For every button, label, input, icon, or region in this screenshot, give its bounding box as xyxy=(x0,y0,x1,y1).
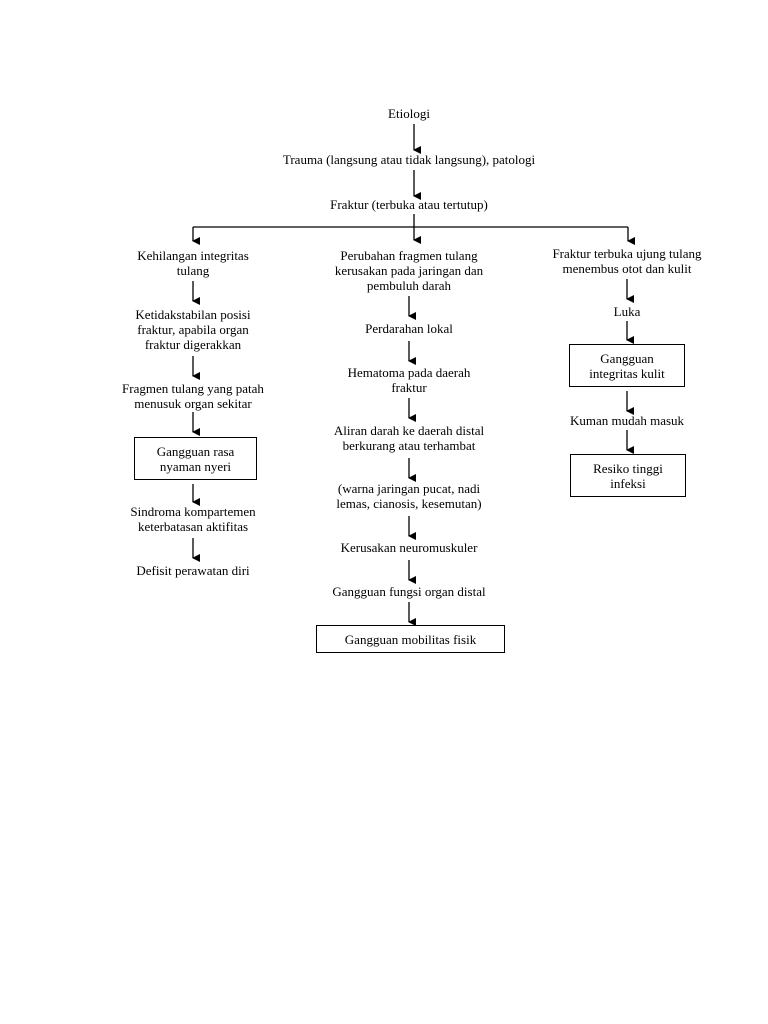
node-line: keterbatasan aktifitas xyxy=(137,519,249,534)
box-line: Gangguan xyxy=(600,350,654,366)
node-line: Aliran darah ke daerah distal xyxy=(333,423,485,438)
box-line: Gangguan mobilitas fisik xyxy=(344,631,477,647)
node-line: menembus otot dan kulit xyxy=(562,261,692,276)
box-line: Gangguan rasa xyxy=(156,443,235,459)
node-etiologi: Etiologi xyxy=(388,106,430,121)
node-line: Perubahan fragmen tulang xyxy=(340,248,478,263)
node-line: Kehilangan integritas xyxy=(137,248,249,263)
node-line: tulang xyxy=(176,263,210,278)
node-line: (warna jaringan pucat, nadi xyxy=(337,481,481,496)
node-perdarahan-lokal: Perdarahan lokal xyxy=(365,321,453,336)
box-resiko-tinggi-infeksi: Resiko tinggi infeksi xyxy=(570,454,686,497)
node-aliran-darah: Aliran darah ke daerah distal berkurang … xyxy=(334,423,484,453)
node-line: fraktur xyxy=(391,380,427,395)
node-line: Sindroma kompartemen xyxy=(130,504,256,519)
node-gangguan-fungsi-organ: Gangguan fungsi organ distal xyxy=(332,584,486,599)
box-line: nyaman nyeri xyxy=(159,458,232,474)
node-trauma: Trauma (langsung atau tidak langsung), p… xyxy=(282,152,536,167)
node-ketidakstabilan: Ketidakstabilan posisi fraktur, apabila … xyxy=(135,307,250,352)
node-kuman-mudah-masuk: Kuman mudah masuk xyxy=(569,413,685,428)
node-line: Fragmen tulang yang patah xyxy=(122,381,264,396)
node-line: Ketidakstabilan posisi xyxy=(135,307,251,322)
node-line: Hematoma pada daerah xyxy=(347,365,471,380)
node-line: berkurang atau terhambat xyxy=(342,438,476,453)
node-fraktur: Fraktur (terbuka atau tertutup) xyxy=(330,197,488,212)
box-line: infeksi xyxy=(610,475,646,491)
node-warna-jaringan: (warna jaringan pucat, nadi lemas, ciano… xyxy=(336,481,481,511)
box-line: Resiko tinggi xyxy=(593,460,663,476)
node-kerusakan-neuromuskuler: Kerusakan neuromuskuler xyxy=(340,540,478,555)
box-gangguan-integritas-kulit: Gangguan integritas kulit xyxy=(569,344,685,387)
node-line: menusuk organ sekitar xyxy=(134,396,252,411)
box-line: integritas kulit xyxy=(589,365,665,381)
node-line: lemas, cianosis, kesemutan) xyxy=(336,496,482,511)
box-gangguan-rasa-nyaman: Gangguan rasa nyaman nyeri xyxy=(134,437,257,480)
box-gangguan-mobilitas: Gangguan mobilitas fisik xyxy=(316,625,505,653)
node-luka: Luka xyxy=(613,304,641,319)
node-line: kerusakan pada jaringan dan xyxy=(334,263,484,278)
node-line: fraktur, apabila organ xyxy=(137,322,249,337)
node-sindroma-kompartemen: Sindroma kompartemen keterbatasan aktifi… xyxy=(130,504,255,534)
node-fraktur-terbuka: Fraktur terbuka ujung tulang menembus ot… xyxy=(552,246,701,276)
node-hematoma: Hematoma pada daerah fraktur xyxy=(348,365,471,395)
node-line: fraktur digerakkan xyxy=(144,337,242,352)
node-kehilangan-integritas: Kehilangan integritas tulang xyxy=(137,248,249,278)
node-fragmen-tulang: Fragmen tulang yang patah menusuk organ … xyxy=(122,381,264,411)
node-line: Fraktur terbuka ujung tulang xyxy=(552,246,702,261)
node-defisit-perawatan: Defisit perawatan diri xyxy=(136,563,250,578)
node-perubahan-fragmen: Perubahan fragmen tulang kerusakan pada … xyxy=(335,248,483,293)
node-line: pembuluh darah xyxy=(366,278,452,293)
